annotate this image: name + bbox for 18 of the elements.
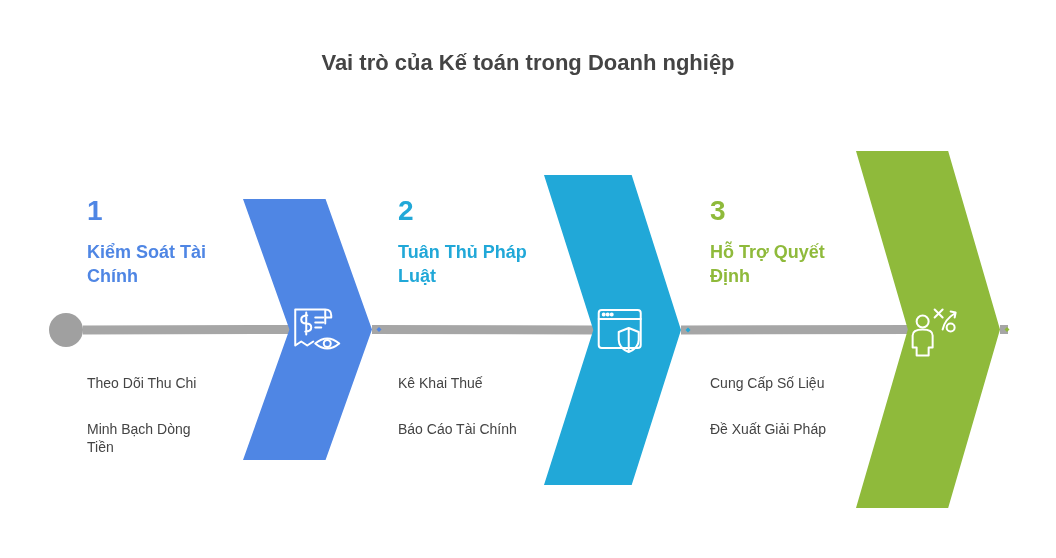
title: Vai trò của Kế toán trong Doanh nghiệp xyxy=(320,50,736,76)
step-item: Minh Bạch Dòng Tiền xyxy=(87,420,192,456)
step-item: Báo Cáo Tài Chính xyxy=(398,420,518,438)
step-title: Tuân Thủ Pháp Luật xyxy=(398,241,528,288)
step-number: 3 xyxy=(710,195,726,227)
step-number: 1 xyxy=(87,195,103,227)
chevron-arrow xyxy=(544,175,681,485)
connector-line xyxy=(1000,325,1010,334)
chevron-arrow xyxy=(856,151,1000,508)
step-title: Kiểm Soát Tài Chính xyxy=(87,241,208,288)
step-item: Kê Khai Thuế xyxy=(398,374,484,392)
step-item: Cung Cấp Số Liệu xyxy=(710,374,826,392)
chevron-arrow xyxy=(243,199,372,460)
step-item: Theo Dõi Thu Chi xyxy=(87,374,198,392)
step-title: Hỗ Trợ Quyết Định xyxy=(710,240,826,288)
step-item: Đề Xuất Giải Pháp xyxy=(710,420,827,438)
step-number: 2 xyxy=(398,195,414,227)
start-circle xyxy=(49,313,83,347)
